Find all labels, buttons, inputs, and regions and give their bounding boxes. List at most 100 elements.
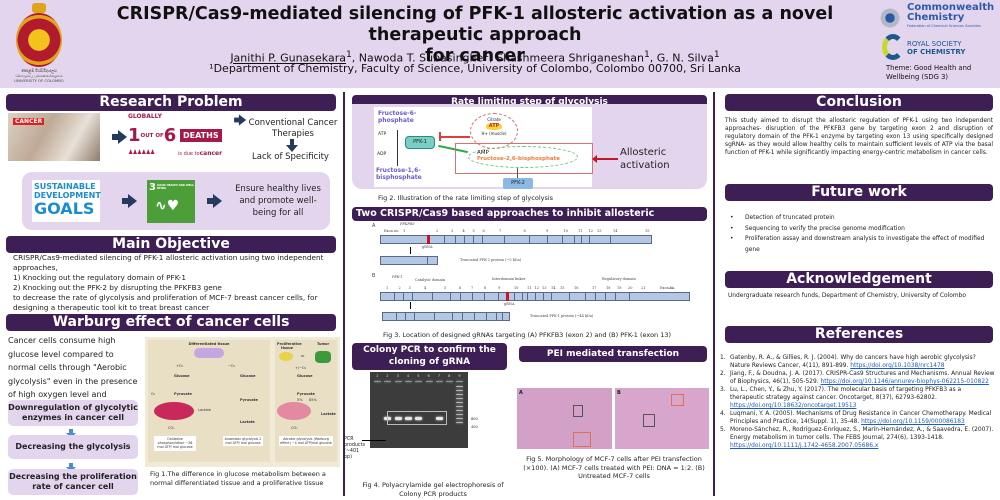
mitochondrion-icon bbox=[154, 402, 194, 420]
stat-globally: GLOBALLY bbox=[128, 113, 162, 120]
sdg-logo-line-2: DEVELOPMENT bbox=[34, 191, 101, 200]
truncated-pfk2-label: Truncated PFK-2 protein (~5 kDa) bbox=[460, 258, 522, 262]
acknowledgement-text: Undergraduate research funds, Department… bbox=[728, 293, 966, 299]
lane-number: 9 bbox=[458, 374, 461, 378]
arrow-right-icon bbox=[234, 114, 247, 126]
reference-number: 3. bbox=[720, 387, 726, 393]
approaches-heading: Two CRISPR/Cas9 based approaches to inhi… bbox=[352, 207, 707, 233]
allosteric-activation-label: Allosteric activation bbox=[620, 147, 670, 171]
exon-number: 4 bbox=[424, 286, 427, 290]
stat-out-of: OUT OF bbox=[140, 133, 164, 139]
exon-number: 6 bbox=[459, 286, 462, 290]
references-list: 1.Gatenby, R. A., & Gillies, R. J. (2004… bbox=[718, 354, 996, 450]
fig1-plus-o2: +O₂ bbox=[176, 364, 184, 368]
proliferative-panel: Proliferative tissue Tumor or +/−O₂ Gluc… bbox=[275, 340, 337, 462]
sdg-logo: SUSTAINABLE DEVELOPMENT GOALS bbox=[32, 180, 101, 222]
rsc-line-2: OF CHEMISTRY bbox=[907, 48, 966, 56]
crest-top-icon bbox=[32, 3, 46, 13]
lane-number: 4 bbox=[406, 374, 410, 378]
arrow-down-icon bbox=[410, 302, 411, 309]
gel-well bbox=[374, 381, 381, 382]
exon-number: 8 bbox=[484, 286, 487, 290]
future-work-item: Detection of truncated protein bbox=[725, 213, 993, 224]
activators-cluster: AMP Fructose-2,6-bisphosphate bbox=[468, 146, 578, 168]
highlight-square bbox=[573, 432, 591, 447]
author-name: G. N. Silva bbox=[656, 51, 714, 65]
gel-well bbox=[415, 381, 423, 382]
lane-number: 6 bbox=[427, 374, 430, 378]
author-list: Janithi P. Gunasekara1, Nawoda T. Subasi… bbox=[230, 49, 720, 65]
exon-number: 7 bbox=[499, 229, 502, 233]
gel-well bbox=[446, 381, 454, 382]
citrate-label: Citrate bbox=[487, 117, 501, 122]
university-of-colombo-logo: කොළඹ විශ්වවිද්‍යාලය கொழும்பு பல்கலைக்கழக… bbox=[8, 3, 70, 83]
reference-link[interactable]: https://doi.org/10.1111/j.1742-4658.2007… bbox=[730, 443, 879, 449]
amp-label: AMP bbox=[477, 150, 489, 156]
fructose-6-phosphate: Fructose-6-phosphate bbox=[378, 110, 417, 124]
future-work-item: Sequencing to verify the precise genome … bbox=[725, 224, 993, 235]
reference-link[interactable]: https://doi.org/10.1146/annurev-biophys-… bbox=[820, 379, 989, 385]
pcr-products-label: PCR products (~401 bp) bbox=[344, 437, 365, 460]
figure-4-caption: Fig 4. Polyacrylamide gel electrophoresi… bbox=[362, 481, 504, 498]
atp-star-icon: ATP bbox=[485, 123, 503, 130]
reference-number: 5. bbox=[720, 427, 726, 433]
cancer-statistic: GLOBALLY 1OUT OF6 DEATHS ♟♟♟♟♟♟ is due t… bbox=[128, 113, 228, 163]
ladder-band bbox=[456, 386, 464, 387]
gel-well bbox=[384, 381, 392, 382]
exon-number: 1 bbox=[403, 229, 406, 233]
ladder-band bbox=[456, 390, 464, 391]
reference-link[interactable]: https://doi.org/10.1159/000086183 bbox=[861, 419, 965, 425]
exon-number: 10 bbox=[563, 229, 568, 233]
fig1-anaerobic-box: Anaerobic glycolysis 2 mol ATP/ mol gluc… bbox=[223, 436, 263, 447]
people-icons: ♟♟♟♟♟♟ bbox=[128, 149, 155, 156]
exon-number: 4 bbox=[462, 229, 465, 233]
logo-text-english: UNIVERSITY OF COLOMBO bbox=[14, 77, 64, 83]
stat-due: is due to bbox=[178, 151, 200, 157]
pei-heading: PEI mediated transfection bbox=[519, 346, 707, 362]
truncated-pfk1-bar bbox=[382, 312, 510, 321]
lane-number: 7 bbox=[437, 374, 441, 378]
highlight-square bbox=[671, 394, 684, 406]
column-divider bbox=[713, 92, 715, 496]
exon-number: 15 bbox=[560, 286, 565, 290]
crest-icon bbox=[16, 13, 62, 67]
exon-number: 2 bbox=[398, 286, 401, 290]
theme-label: Theme: Good Health and Wellbeing (SDG 3) bbox=[886, 64, 972, 81]
author-sup: 1 bbox=[483, 49, 490, 60]
ladder-band bbox=[456, 422, 464, 423]
figure-1-glucose-metabolism: Differentiated tissue +O₂ −O₂ Glucose Gl… bbox=[145, 337, 340, 467]
column-divider bbox=[343, 92, 345, 496]
fig1-co2: CO₂ bbox=[168, 426, 175, 430]
exon-number: 16 bbox=[574, 286, 579, 290]
reference-link[interactable]: https://doi.org/10.1038/nrc1478 bbox=[850, 363, 945, 369]
fig1-pyruvate: Pyruvate bbox=[174, 392, 192, 396]
future-work-list: Detection of truncated protein Sequencin… bbox=[725, 213, 993, 255]
cell-cluster-icon bbox=[194, 348, 224, 358]
arrow-down-icon bbox=[286, 139, 298, 152]
ladder-band bbox=[456, 418, 464, 419]
fig1-glucose: Glucose bbox=[240, 374, 256, 378]
fig1-oxidative-box: Oxidative phosphorylation ~36 mol ATP/ m… bbox=[154, 436, 196, 451]
grna-marker-a bbox=[427, 235, 430, 244]
ensure-healthy-lives: Ensure healthy lives and promote well-be… bbox=[235, 184, 321, 218]
inhibition-arrow-icon bbox=[440, 136, 470, 138]
poster-title: CRISPR/Cas9-mediated silencing of PFK-1 … bbox=[100, 4, 850, 67]
exon-no-label: Exon no. bbox=[660, 286, 676, 290]
objective-line: 1) Knocking out the regulatory domain of… bbox=[13, 273, 187, 282]
author-sup: 1 bbox=[713, 49, 720, 60]
fig1-minus-o2: −O₂ bbox=[228, 364, 236, 368]
reference-link[interactable]: https://doi.org/10.18632/oncotarget.1951… bbox=[730, 403, 857, 409]
exon-number: 10 bbox=[514, 286, 519, 290]
fig1-proliferative-title: Proliferative tissue bbox=[277, 342, 302, 350]
reference-number: 2. bbox=[720, 371, 726, 377]
fig1-glucose: Glucose bbox=[174, 374, 190, 378]
gel-well bbox=[404, 381, 412, 382]
reference-item: 1.Gatenby, R. A., & Gillies, R. J. (2004… bbox=[718, 354, 996, 370]
panel-b-label: B bbox=[372, 273, 376, 279]
flow-step-decrease-proliferation: Decreasing the proliferation rate of can… bbox=[8, 469, 138, 495]
micrograph-a-label: A bbox=[519, 390, 523, 396]
truncated-pfk1-label: Truncated PFK-1 protein (~44 kDa) bbox=[530, 314, 594, 318]
reference-text: Moreno-Sánchez, R., Rodríguez-Enríquez, … bbox=[730, 427, 994, 441]
colony-pcr-heading: Colony PCR to confirm the cloning of gRN… bbox=[352, 343, 507, 370]
gel-well bbox=[435, 381, 443, 382]
